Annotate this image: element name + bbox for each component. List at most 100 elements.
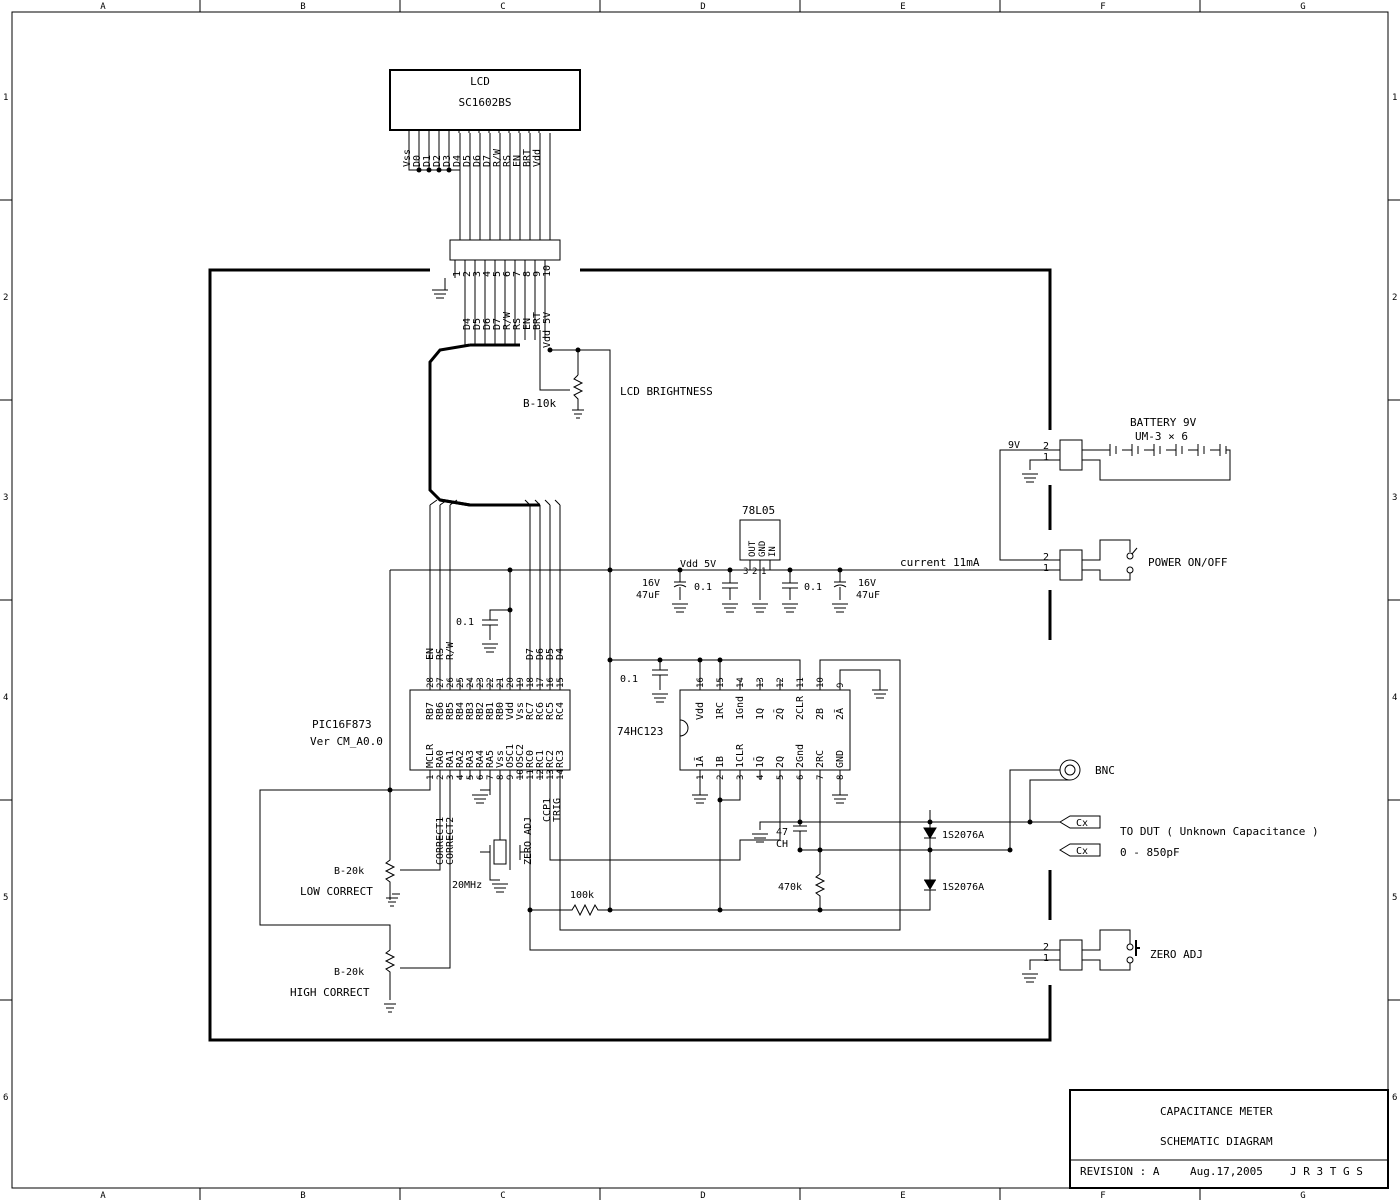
svg-text:CH: CH <box>776 839 788 850</box>
lcd-pin-label: Vss <box>402 149 413 167</box>
connector-signal: BRT <box>532 312 543 330</box>
pic-pin-name: RC5 <box>545 702 556 720</box>
grid-col-label-top: F <box>1100 2 1105 12</box>
lcd-pin-label: D3 <box>442 155 453 167</box>
pic-pin-number: 16 <box>546 677 556 688</box>
svg-text:2: 2 <box>752 567 757 577</box>
grid-col-label-bottom: G <box>1300 1191 1305 1200</box>
pic-pin-number: 5 <box>466 775 476 780</box>
pic-pin-name: RA2 <box>455 750 466 768</box>
pic-pin-name: Vss <box>515 702 526 720</box>
high-correct-label: HIGH CORRECT <box>290 986 370 999</box>
pic-pin-number: 19 <box>516 677 526 688</box>
pic-bottom-signal: ZERO ADJ <box>523 817 534 865</box>
dut-terminals: Cx Cx BNC TO DUT ( Unknown Capacitance )… <box>800 759 1319 859</box>
connector-signal: R/W <box>502 311 513 330</box>
pic-pin-number: 22 <box>486 677 496 688</box>
pic-pin-name: RB7 <box>425 702 436 720</box>
enclosure-outline <box>208 268 1052 1042</box>
low-correct-label: LOW CORRECT <box>300 885 373 898</box>
hc123-pin-name: 1Gnd <box>735 696 746 720</box>
svg-text:Cx: Cx <box>1076 818 1088 829</box>
svg-text:16V: 16V <box>858 578 876 589</box>
pic-pin-number: 21 <box>496 677 506 688</box>
grid-row-label-left: 2 <box>3 293 8 303</box>
pic-pin-number: 25 <box>456 677 466 688</box>
svg-text:Cx: Cx <box>1076 846 1088 857</box>
hc123-pin-name: 2RC <box>815 750 826 768</box>
hc123-pin-name: 1Q <box>755 708 766 720</box>
svg-text:1S2076A: 1S2076A <box>942 830 984 841</box>
grid-col-label-bottom: F <box>1100 1191 1105 1200</box>
title-text: CAPACITANCE METER <box>1160 1105 1273 1118</box>
pic-pin-name: RC0 <box>525 750 536 768</box>
power-switch[interactable]: 2 1 POWER ON/OFF <box>1043 539 1227 581</box>
pic-pin-name: RC7 <box>525 702 536 720</box>
zero-adj-switch[interactable]: 2 1 ZERO ADJ <box>1022 929 1203 983</box>
hc123-pin-number: 15 <box>716 677 726 688</box>
svg-text:20MHz: 20MHz <box>452 880 482 891</box>
svg-text:GND: GND <box>758 541 768 557</box>
author-text: J R 3 T G S <box>1290 1165 1363 1178</box>
hc123-wiring: 0.1 <box>549 657 901 931</box>
hc123-pin-name: 2B <box>815 708 826 720</box>
pic-name: PIC16F873 <box>312 718 372 731</box>
grid-col-label-top: B <box>300 2 305 12</box>
data-bus <box>428 343 471 507</box>
pic-bottom-signal: TRIG <box>552 798 563 822</box>
title-block: CAPACITANCE METER SCHEMATIC DIAGRAM REVI… <box>1069 1089 1389 1189</box>
pic-pin-number: 23 <box>476 677 486 688</box>
pic-pin-number: 26 <box>446 677 456 688</box>
enclosure-outline-top <box>580 268 1052 430</box>
grid-col-label-top: A <box>100 2 106 12</box>
connector-pin-number: 4 <box>482 271 493 277</box>
crystal: 20MHz <box>452 780 530 893</box>
subtitle-text: SCHEMATIC DIAGRAM <box>1160 1135 1273 1148</box>
pic-pin-number: 17 <box>536 677 546 688</box>
pic-pin-name: RA0 <box>435 750 446 768</box>
hc123-pin-number: 7 <box>816 775 826 780</box>
svg-text:0.1: 0.1 <box>694 582 712 593</box>
pic-pin-number: 7 <box>486 775 496 780</box>
hc123-pin-name: Vdd <box>695 702 706 720</box>
pic-pin-number: 4 <box>456 775 466 780</box>
pic-decoupling-cap: 0.1 <box>456 570 513 680</box>
lcd-pin-label: BRT <box>522 149 533 167</box>
bottom-rail: 100k <box>527 660 1060 951</box>
dut-range: 0 - 850pF <box>1120 846 1180 859</box>
svg-text:100k: 100k <box>570 890 594 901</box>
hc123-pin-number: 3 <box>736 775 746 780</box>
pic-pin-number: 18 <box>526 677 536 688</box>
regulator-78l05: 78L05 OUT GND IN 3 2 1 Vdd 5V <box>680 504 781 613</box>
grid-row-label-right: 4 <box>1392 693 1397 703</box>
lcd-connector <box>449 239 561 261</box>
grid-col-label-top: C <box>500 2 505 12</box>
pic-pin-name: RA5 <box>485 750 496 768</box>
hc123-pin-number: 10 <box>816 677 826 688</box>
connector-signal: D6 <box>482 318 493 330</box>
hc123-pin-name: GND <box>835 750 846 768</box>
svg-text:0.1: 0.1 <box>456 617 474 628</box>
hc123-pin-number: 4 <box>756 775 766 780</box>
svg-text:B-20k: B-20k <box>334 967 364 978</box>
pic-pin-name: RB1 <box>485 702 496 720</box>
connector-pin-number: 6 <box>502 271 513 277</box>
lcd-pin-label: D5 <box>462 155 473 167</box>
svg-text:47uF: 47uF <box>856 590 880 601</box>
pic-pin-name: RC2 <box>545 750 556 768</box>
pic-version: Ver CM_A0.0 <box>310 735 383 748</box>
hc123-pin-number: 5 <box>776 775 786 780</box>
bnc-label: BNC <box>1095 764 1115 777</box>
svg-text:0.1: 0.1 <box>804 582 822 593</box>
pic-pin-number: 3 <box>446 775 456 780</box>
connector-signal: EN <box>522 318 533 330</box>
grid-row-label-left: 3 <box>3 493 8 503</box>
lcd-box <box>389 69 581 131</box>
svg-text:2: 2 <box>1043 552 1049 563</box>
hc123-name: 74HC123 <box>617 725 663 738</box>
pic-pin-name: RC3 <box>555 750 566 768</box>
power-switch-label: POWER ON/OFF <box>1148 556 1227 569</box>
